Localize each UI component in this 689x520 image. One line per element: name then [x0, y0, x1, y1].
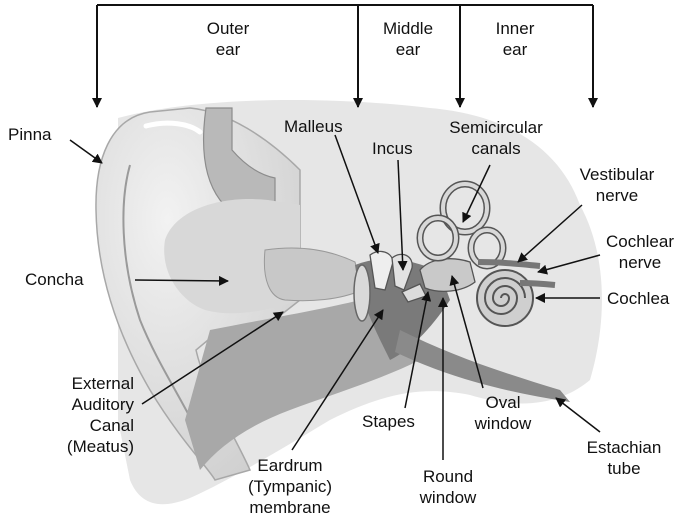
cochlear-nerve-label: Cochlear nerve: [600, 231, 680, 273]
concha-arrow: [135, 280, 228, 281]
malleus-label: Malleus: [284, 116, 343, 137]
external-auditory-canal-label: External Auditory Canal (Meatus): [44, 373, 134, 457]
incus-label: Incus: [372, 138, 413, 159]
semicircular-canals-label: Semicircular canals: [444, 117, 548, 159]
pinna-label: Pinna: [8, 124, 51, 145]
estachian-tube-label: Estachian tube: [576, 437, 672, 479]
pinna-arrow: [70, 140, 102, 163]
oval-window-label: Oval window: [468, 392, 538, 434]
outer-ear-heading: Outer ear: [190, 18, 266, 60]
inner-ear-heading: Inner ear: [483, 18, 547, 60]
eardrum-label: Eardrum (Tympanic) membrane: [241, 455, 339, 518]
cochlear-nerve-shape: [520, 283, 555, 285]
cochlea-label: Cochlea: [607, 288, 669, 309]
middle-ear-heading: Middle ear: [368, 18, 448, 60]
concha-label: Concha: [25, 269, 84, 290]
round-window-label: Round window: [408, 466, 488, 508]
vestibular-nerve-label: Vestibular nerve: [574, 164, 660, 206]
estachian-tube-arrow: [556, 398, 600, 432]
vestibule-shape: [420, 259, 475, 292]
stapes-label: Stapes: [362, 411, 415, 432]
eardrum-shape: [354, 265, 370, 321]
